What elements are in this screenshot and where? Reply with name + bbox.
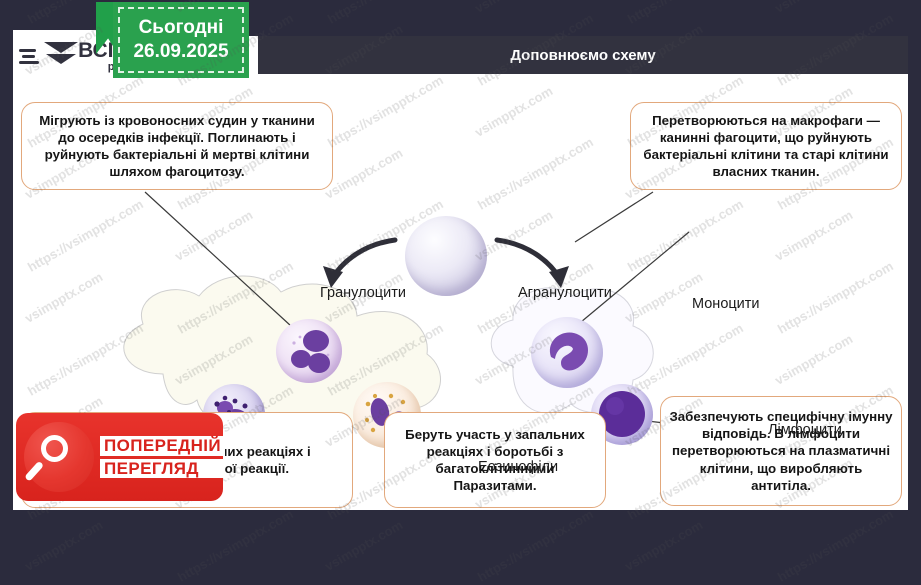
ribbon-tail <box>96 2 118 54</box>
preview-overlay-badge[interactable]: ПОПЕРЕДНІЙ ПЕРЕГЛЯД <box>16 413 226 501</box>
monocyte-cell-illustration <box>531 317 603 388</box>
agranulocytes-description-text: Перетворюються на макрофаги — канинні фа… <box>643 112 889 180</box>
lymphocytes-description-box: Забезпечують специфічну імунну відповідь… <box>660 396 902 506</box>
slide-root: Мігрують із кровоносних судин у тканини … <box>0 0 921 518</box>
preview-overlay-text: ПОПЕРЕДНІЙ ПЕРЕГЛЯД <box>100 435 226 479</box>
today-date-badge: Сьогодні 26.09.2025 <box>113 2 249 78</box>
granulocytes-description-text: Мігрують із кровоносних судин у тканини … <box>39 112 315 180</box>
eosinophils-description-text: Беруть участь у запальних реакціях і бор… <box>405 426 585 494</box>
preview-line-2: ПЕРЕГЛЯД <box>100 458 226 479</box>
lymphocytes-description-text: Забезпечують специфічну імунну відповідь… <box>669 409 893 493</box>
today-date: 26.09.2025 <box>133 41 229 62</box>
eosinophils-description-box: Беруть участь у запальних реакціях і бор… <box>384 412 606 508</box>
label-eosinophils: Еозинофіли <box>478 459 559 475</box>
page-title: Доповнюємо схему <box>510 46 656 64</box>
graduation-cap-icon <box>43 41 78 71</box>
neutrophil-cell-illustration <box>276 319 342 383</box>
frame-right <box>908 0 921 518</box>
today-label: Сьогодні <box>138 17 224 39</box>
slide-title-bar: Доповнюємо схему <box>258 36 908 74</box>
frame-left <box>0 0 13 518</box>
frame-bottom <box>0 510 921 518</box>
stem-cell-illustration <box>405 216 487 296</box>
diagram-canvas: Мігрують із кровоносних судин у тканини … <box>13 74 908 510</box>
label-lymphocytes: Лімфоцити <box>768 422 842 438</box>
label-monocytes: Моноцити <box>692 296 760 312</box>
magnifier-icon <box>24 422 94 492</box>
preview-line-1: ПОПЕРЕДНІЙ <box>100 435 226 456</box>
label-granulocytes: Гранулоцити <box>320 285 406 301</box>
agranulocytes-description-box: Перетворюються на макрофаги — канинні фа… <box>630 102 902 190</box>
speed-lines-icon <box>19 48 41 64</box>
granulocytes-description-box: Мігрують із кровоносних судин у тканини … <box>21 102 333 190</box>
label-agranulocytes: Агранулоцити <box>518 285 612 301</box>
